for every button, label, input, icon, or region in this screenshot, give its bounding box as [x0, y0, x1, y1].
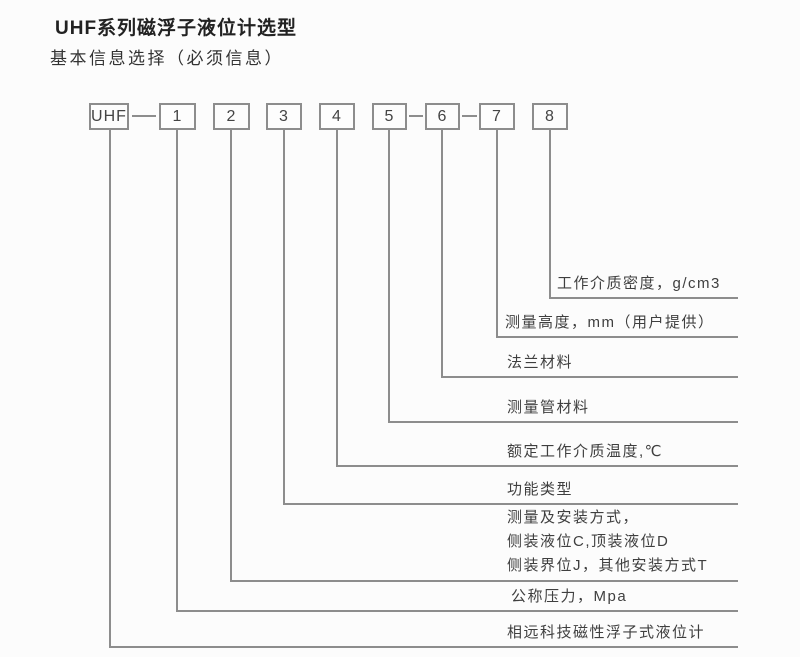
page-subtitle: 基本信息选择（必须信息） [50, 49, 284, 68]
label-function-type: 功能类型 [507, 481, 574, 498]
code-box-5: 5 [372, 103, 407, 130]
label-flange-material: 法兰材料 [507, 354, 574, 371]
leader-hline-2 [230, 580, 738, 582]
label-working-medium-density: 工作介质密度，g/cm3 [557, 275, 721, 292]
page-title: UHF系列磁浮子液位计选型 [55, 18, 298, 39]
leader-hline-7 [496, 336, 738, 338]
leader-hline-5 [388, 421, 738, 423]
dash-connector-6-7 [462, 115, 477, 117]
code-box-4: 4 [319, 103, 355, 130]
code-box-7: 7 [479, 103, 515, 130]
label-product-name: 相远科技磁性浮子式液位计 [507, 624, 706, 641]
label-mounting-mode: 测量及安装方式， 侧装液位C,顶装液位D 侧装界位J，其他安装方式T [507, 509, 709, 574]
code-box-6: 6 [425, 103, 460, 130]
leader-hline-4 [336, 465, 738, 467]
leader-vline-6 [441, 130, 443, 378]
leader-hline-uhf [109, 646, 738, 648]
code-box-3: 3 [266, 103, 302, 130]
dash-connector-uhf-1 [132, 115, 156, 117]
leader-hline-8 [549, 297, 738, 299]
leader-vline-uhf [109, 130, 111, 648]
label-tube-material: 测量管材料 [507, 399, 590, 416]
leader-vline-8 [549, 130, 551, 299]
code-box-1: 1 [159, 103, 196, 130]
leader-hline-6 [441, 376, 738, 378]
code-box-8: 8 [532, 103, 568, 130]
leader-vline-3 [283, 130, 285, 505]
leader-vline-2 [230, 130, 232, 582]
leader-hline-3 [283, 503, 738, 505]
code-box-uhf: UHF [89, 103, 129, 130]
label-measuring-height: 测量高度，mm（用户提供） [505, 314, 715, 331]
label-nominal-pressure: 公称压力，Mpa [511, 588, 628, 605]
leader-vline-1 [176, 130, 178, 612]
leader-vline-7 [496, 130, 498, 338]
leader-vline-5 [388, 130, 390, 423]
leader-vline-4 [336, 130, 338, 467]
dash-connector-5-6 [409, 115, 423, 117]
leader-hline-1 [176, 610, 738, 612]
code-box-2: 2 [213, 103, 250, 130]
label-rated-temperature: 额定工作介质温度,℃ [507, 443, 664, 460]
